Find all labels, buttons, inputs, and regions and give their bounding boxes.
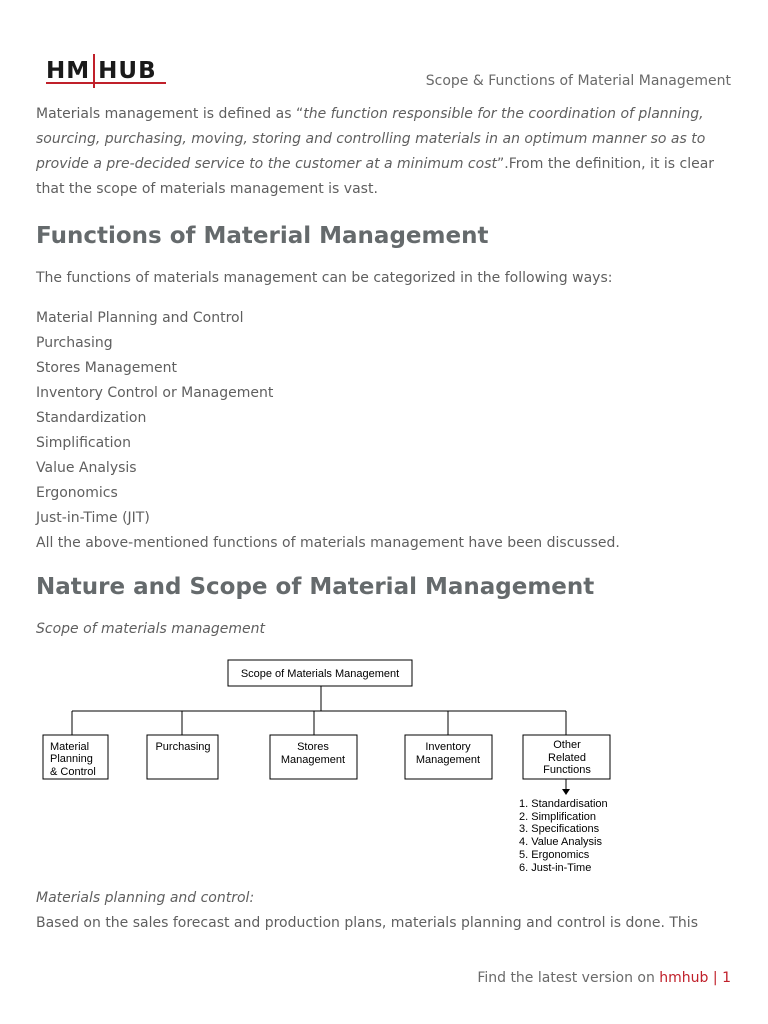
logo-text-right: HUB [98,58,157,84]
page-number: 1 [722,970,731,986]
list-item: Simplification [36,435,131,451]
list-item: Purchasing [36,335,113,351]
diagram-label-line: Functions [543,764,591,776]
footer-prefix: Find the latest version on [477,970,660,986]
diagram-label-line: Management [281,754,345,766]
nature-scope-heading: Nature and Scope of Material Management [36,574,595,600]
diagram-sublist-item: 3. Specifications [519,823,600,835]
diagram-root-box [227,659,413,687]
diagram-label-line: Stores [297,741,329,753]
diagram-caption: Scope of materials management [36,621,266,637]
list-item: Just-in-Time (JIT) [36,510,150,526]
list-item: Inventory Control or Management [36,385,274,401]
diagram-sublist-item: 2. Simplification [519,811,596,823]
diagram-root-label: Scope of Materials Management [241,668,399,680]
list-item: Stores Management [36,360,177,376]
footer-separator: | [712,970,718,986]
planning-body: Based on the sales forecast and producti… [36,915,698,931]
list-item: Value Analysis [36,460,137,476]
planning-subheading: Materials planning and control: [36,890,255,906]
logo-divider [93,54,96,88]
hmhub-logo: HM HUB [46,54,166,90]
functions-closing: All the above-mentioned functions of mat… [36,535,620,551]
page-footer: Find the latest version on hmhub | 1 [477,970,731,986]
diagram-arrowhead [562,789,570,795]
diagram-box-inventory [404,734,493,780]
diagram-sublist-item: 1. Standardisation [519,798,608,810]
list-item: Standardization [36,410,147,426]
diagram-label-line: Purchasing [155,741,210,753]
diagram-sublist-item: 6. Just-in-Time [519,862,591,874]
footer-brand-link[interactable]: hmhub [659,970,709,986]
diagram-label-line: & Control [50,766,96,778]
diagram-label-line: Management [416,754,480,766]
diagram-label-line: Material [50,741,89,753]
diagram-box-planning [42,734,109,780]
diagram-label-line: Inventory [425,741,471,753]
functions-list: Material Planning and Control Purchasing… [36,306,620,556]
logo-text-left: HM [46,58,91,84]
intro-suffix: ”.From the definition, it is clear that … [36,156,715,197]
diagram-label-line: Related [548,752,586,764]
list-item: Ergonomics [36,485,118,501]
diagram-sublist-item: 4. Value Analysis [519,836,602,848]
diagram-box-other [522,734,611,780]
diagram-box-stores [269,734,358,780]
list-item: Material Planning and Control [36,310,244,326]
diagram-box-purchasing [146,734,219,780]
logo-underline [46,82,166,84]
diagram-label-line: Planning [50,753,93,765]
intro-paragraph: Materials management is defined as “the … [36,102,731,202]
intro-quote: the function responsible for the coordin… [36,106,706,172]
intro-prefix: Materials management is defined as “ [36,106,304,122]
functions-heading: Functions of Material Management [36,223,489,249]
functions-lead: The functions of materials management ca… [36,270,613,286]
page-header-title: Scope & Functions of Material Management [425,73,731,89]
diagram-sublist-item: 5. Ergonomics [519,849,590,861]
diagram-label-line: Other [553,739,581,751]
